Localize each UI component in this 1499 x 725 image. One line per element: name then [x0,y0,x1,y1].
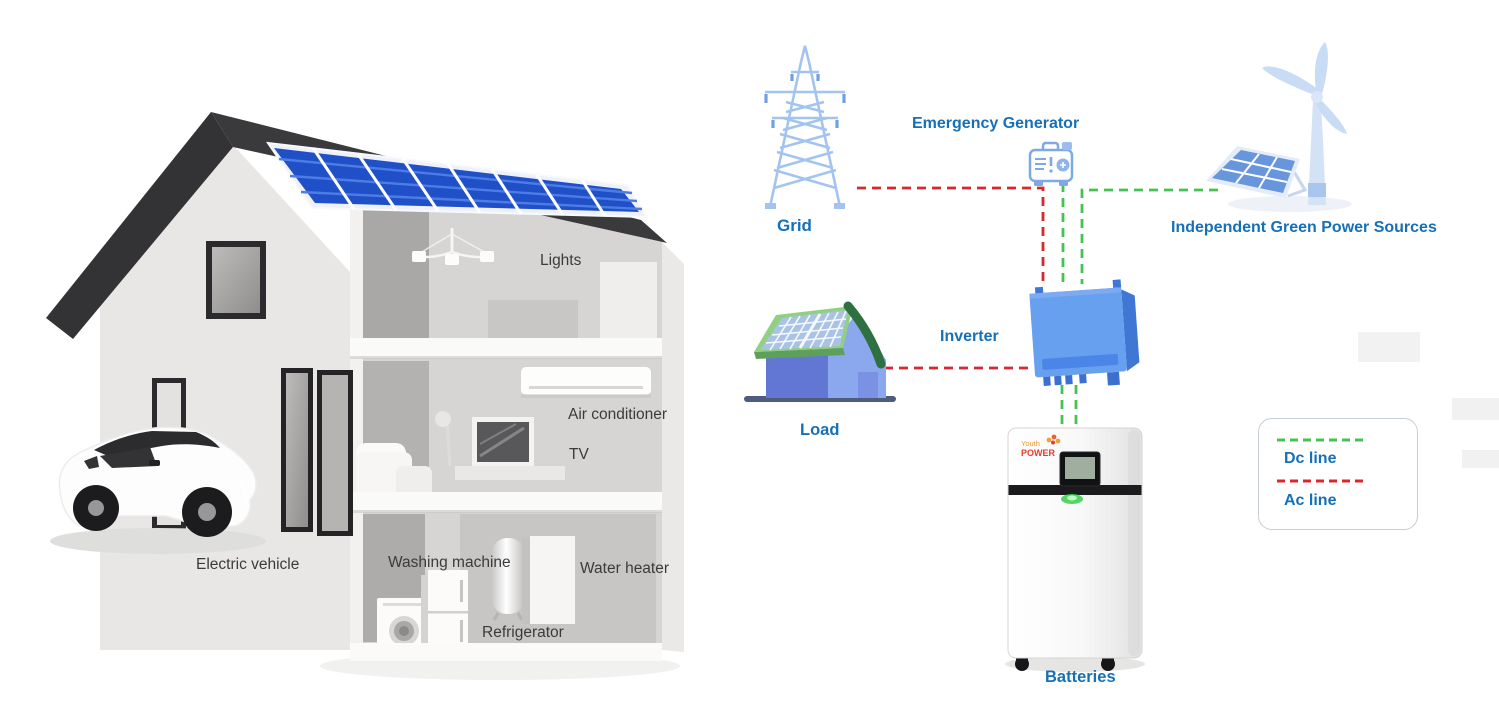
sofa-icon [356,443,432,500]
chandelier-lights-icon [412,228,494,265]
front-window [206,241,266,319]
transmission-tower-icon [764,45,846,209]
legend-box: Dc line Ac line [1258,418,1418,530]
battery-tower-icon: Youth POWER [1005,427,1145,672]
refrigerator-icon [421,570,468,655]
wind-turbine-icon [1262,42,1347,205]
label-refrigerator: Refrigerator [482,624,564,641]
connection-lines [857,183,1368,483]
label-washing-machine: Washing machine [388,554,511,571]
air-conditioner-icon [521,367,651,398]
tv-icon [455,417,565,480]
label-lights: Lights [540,252,582,269]
label-emergency-generator: Emergency Generator [912,115,1080,132]
water-heater-icon [492,538,524,621]
label-load: Load [800,421,840,439]
electric-vehicle-icon [50,426,266,554]
washing-machine-icon [377,598,430,656]
label-grid: Grid [777,216,812,235]
patio-doors [281,368,353,536]
cabinet-icon [522,536,575,624]
battery-brand-line1: Youth [1021,439,1040,448]
portable-generator-icon [1028,141,1074,186]
legend-dc-label: Dc line [1284,450,1337,467]
label-green-sources: Independent Green Power Sources [1171,219,1437,236]
wind-turbine-solar-panel-icon [1206,42,1352,212]
battery-brand-line2: POWER [1021,448,1056,458]
solar-home-icon [744,301,896,402]
inverter-box-icon [1029,279,1140,387]
dc-line-green-sources-to-inverter [1080,188,1218,284]
ground-solar-panel-icon [1206,146,1308,198]
label-air-conditioner: Air conditioner [568,406,668,423]
background-watermarks [1358,332,1499,468]
label-electric-vehicle: Electric vehicle [196,556,300,573]
label-water-heater: Water heater [580,560,670,577]
ac-line-grid-to-inverter [857,186,1045,284]
battery-brand-logo: Youth POWER [1021,434,1061,458]
floor-lamp-icon [435,411,452,467]
label-tv: TV [569,446,589,463]
label-inverter: Inverter [940,328,999,345]
rooftop-solar-panels-icon [265,141,649,219]
legend-ac-label: Ac line [1284,492,1337,509]
house-illustration [46,112,684,680]
label-batteries: Batteries [1045,668,1116,686]
